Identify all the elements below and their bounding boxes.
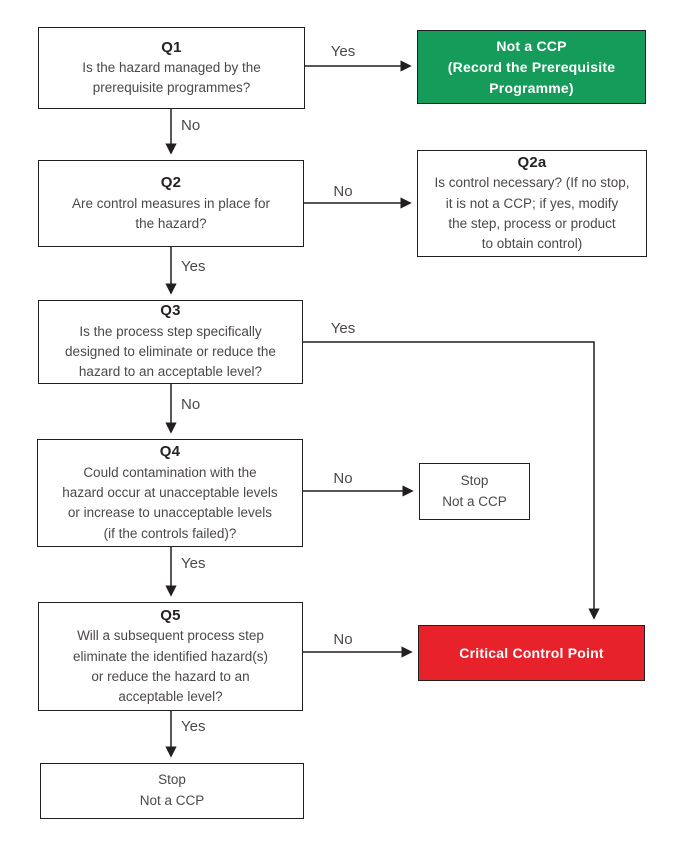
stop-bottom-label: Stop Not a CCP xyxy=(139,772,205,808)
q3-decision-box: Q3 Is the process step specifically desi… xyxy=(38,300,303,384)
q3-title: Q3 xyxy=(160,302,181,320)
q5-title: Q5 xyxy=(160,606,181,624)
q1-decision-box: Q1 Is the hazard managed by the prerequi… xyxy=(38,27,305,109)
q5-question: Will a subsequent process step eliminate… xyxy=(72,628,269,704)
q5-yes-label: Yes xyxy=(181,718,206,735)
q2a-decision-box: Q2a Is control necessary? (If no stop, i… xyxy=(417,150,647,257)
q2a-title: Q2a xyxy=(517,153,547,171)
q1-yes-label: Yes xyxy=(330,43,356,60)
q1-title: Q1 xyxy=(161,38,182,56)
stop-not-a-ccp-mid-box: Stop Not a CCP xyxy=(419,463,530,520)
critical-control-point-label: Critical Control Point xyxy=(459,644,604,661)
q2-decision-box: Q2 Are control measures in place for the… xyxy=(38,160,304,247)
stop-not-a-ccp-bottom-box: Stop Not a CCP xyxy=(40,763,304,819)
not-a-ccp-label: Not a CCP (Record the Prerequisite Progr… xyxy=(447,37,616,96)
q3-yes-label: Yes xyxy=(330,320,356,337)
q4-question: Could contamination with the hazard occu… xyxy=(62,464,278,541)
q4-decision-box: Q4 Could contamination with the hazard o… xyxy=(37,439,303,547)
edge-q3-yes xyxy=(303,341,600,620)
q1-no-label: No xyxy=(181,117,201,134)
q2a-question: Is control necessary? (If no stop, it is… xyxy=(434,175,630,251)
q4-no-label: No xyxy=(333,470,353,487)
stop-mid-label: Stop Not a CCP xyxy=(442,472,507,509)
critical-control-point-box: Critical Control Point xyxy=(418,625,645,681)
q3-no-label: No xyxy=(181,396,201,413)
q1-question: Is the hazard managed by the prerequisit… xyxy=(82,60,261,96)
q4-title: Q4 xyxy=(159,443,181,461)
q2-title: Q2 xyxy=(160,174,182,191)
q5-no-label: No xyxy=(333,631,353,648)
q5-decision-box: Q5 Will a subsequent process step elimin… xyxy=(38,602,303,711)
not-a-ccp-outcome-box: Not a CCP (Record the Prerequisite Progr… xyxy=(417,30,646,104)
q2-question: Are control measures in place for the ha… xyxy=(71,195,271,231)
q2-yes-label: Yes xyxy=(181,258,206,275)
q4-yes-label: Yes xyxy=(181,555,206,572)
q2-no-label: No xyxy=(333,183,353,200)
q3-question: Is the process step specifically designe… xyxy=(65,323,276,380)
